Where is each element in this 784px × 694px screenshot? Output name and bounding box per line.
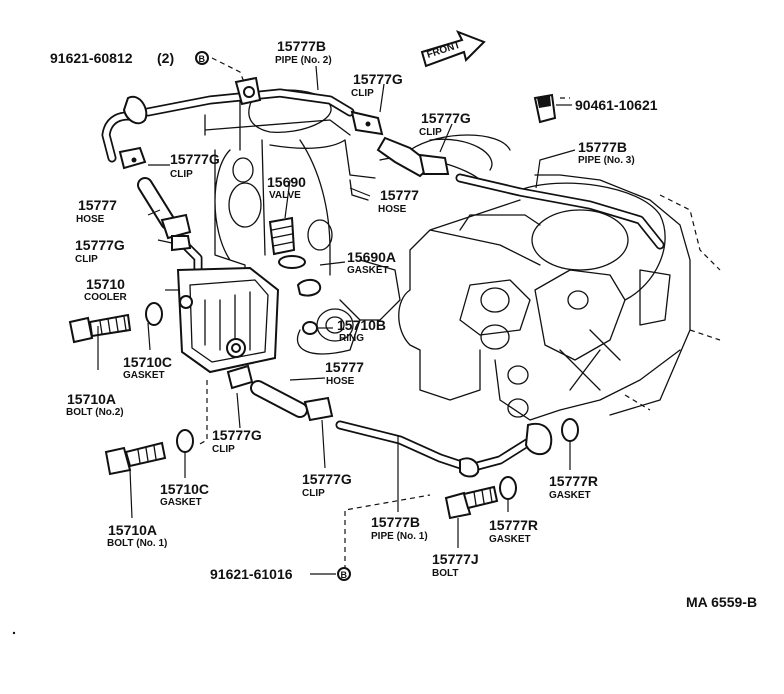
oil-cooler	[176, 266, 280, 374]
label-gasket-15777R-lower: GASKET	[489, 534, 531, 545]
label-15710C-lower: 15710C	[160, 481, 209, 497]
label-15777G-clip-d: 15777G	[75, 237, 125, 253]
label-15710C-upper: 15710C	[123, 354, 172, 370]
label-clip-b: CLIP	[419, 127, 442, 138]
label-bolt-no2: BOLT (No.2)	[66, 407, 124, 418]
gasket-15777R-lower	[499, 476, 517, 500]
hose-lower	[226, 364, 334, 422]
label-clip-d: CLIP	[75, 254, 98, 265]
label-hose-c: HOSE	[326, 376, 355, 387]
callout-labels: 91621-60812 (2) 15777B PIPE (No. 2) 1577…	[50, 38, 757, 610]
label-15710B: 15710B	[337, 317, 386, 333]
gasket-15710C-upper	[145, 302, 163, 326]
label-clip-e: CLIP	[212, 444, 235, 455]
label-gasket-15690A: GASKET	[347, 265, 389, 276]
label-15777B-pipe3: 15777B	[578, 139, 627, 155]
bolt-no2	[68, 313, 132, 344]
symbol-markers: B B	[195, 51, 351, 581]
label-bolt-no1: BOLT (No. 1)	[107, 538, 167, 549]
label-15777G-clip-e: 15777G	[212, 427, 262, 443]
label-15777G-clip-b: 15777G	[421, 110, 471, 126]
label-pipe-no3: PIPE (No. 3)	[578, 155, 635, 166]
gasket-15690A	[296, 278, 322, 297]
symbol-b-top: B	[199, 54, 206, 64]
bolt-15777J	[444, 485, 499, 520]
label-15777-hose-b: 15777	[78, 197, 117, 213]
label-clip-c: CLIP	[170, 169, 193, 180]
label-clip-f: CLIP	[302, 488, 325, 499]
diagram-id: MA 6559-B	[686, 594, 757, 610]
label-15777J: 15777J	[432, 551, 479, 567]
symbol-b-bottom: B	[341, 570, 348, 580]
label-15690A: 15690A	[347, 249, 396, 265]
front-arrow: FRONT	[420, 30, 486, 68]
label-15777-hose-a: 15777	[380, 187, 419, 203]
label-pipe-no1: PIPE (No. 1)	[371, 531, 428, 542]
stray-mark	[12, 631, 16, 635]
label-90461-10621: 90461-10621	[575, 97, 658, 113]
gasket-15710C-lower	[176, 429, 194, 453]
label-qty-2: (2)	[157, 50, 174, 66]
pipe-no3	[376, 136, 665, 250]
leader-lines	[97, 57, 576, 575]
label-gasket-15710C-upper: GASKET	[123, 370, 165, 381]
label-ring: RING	[339, 333, 364, 344]
label-15710A-no2: 15710A	[67, 391, 116, 407]
label-15777G-clip-c: 15777G	[170, 151, 220, 167]
label-91621-61016: 91621-61016	[210, 566, 293, 582]
label-15777G-clip-a: 15777G	[353, 71, 403, 87]
label-cooler: COOLER	[84, 292, 128, 303]
gasket-15777R-right	[561, 418, 579, 442]
clip-upper-left	[118, 146, 147, 170]
ring-15710B	[302, 321, 318, 335]
label-clip-a: CLIP	[351, 88, 374, 99]
label-bolt-15777J: BOLT	[432, 568, 458, 579]
label-15777B-pipe2: 15777B	[277, 38, 326, 54]
hose-left	[137, 177, 192, 240]
union-bolt-top	[533, 93, 557, 124]
label-hose-b: HOSE	[76, 214, 105, 225]
label-91621-60812: 91621-60812	[50, 50, 133, 66]
engine-block	[204, 89, 721, 421]
label-15777R-right: 15777R	[549, 473, 598, 489]
bolt-no1	[104, 441, 167, 476]
pipe-no2	[101, 76, 355, 163]
clip-upper-middle	[350, 110, 384, 136]
label-15710A-no1: 15710A	[108, 522, 157, 538]
label-gasket-15777R-right: GASKET	[549, 490, 591, 501]
pipe-no1	[335, 420, 553, 478]
label-15777R-lower: 15777R	[489, 517, 538, 533]
label-15690: 15690	[267, 174, 306, 190]
label-15777G-clip-f: 15777G	[302, 471, 352, 487]
label-pipe-no2: PIPE (No. 2)	[275, 55, 332, 66]
label-15777-hose-c: 15777	[325, 359, 364, 375]
label-hose-a: HOSE	[378, 204, 407, 215]
label-15777B-pipe1: 15777B	[371, 514, 420, 530]
label-valve: VALVE	[269, 190, 301, 201]
label-gasket-15710C-lower: GASKET	[160, 497, 202, 508]
valve	[268, 216, 306, 269]
label-15710: 15710	[86, 276, 125, 292]
